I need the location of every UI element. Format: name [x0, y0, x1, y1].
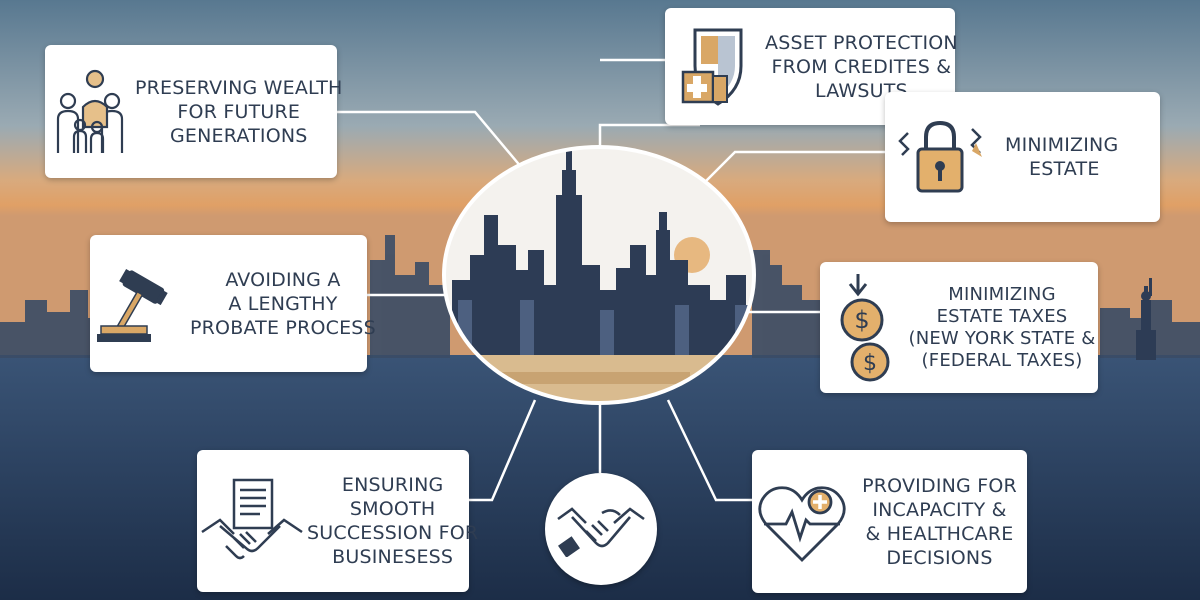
connector-lines [337, 58, 885, 502]
card-text: PRESERVING WEALTH FOR FUTURE GENERATIONS [135, 76, 343, 148]
card-line: AVOIDING A [225, 268, 341, 291]
card-minimizing-estate-taxes: $ $ MINIMIZING ESTATE TAXES (NEW YORK ST… [820, 262, 1098, 393]
central-hub [442, 145, 756, 405]
card-line: DECISIONS [886, 546, 993, 569]
card-line: (FEDERAL TAXES) [921, 349, 1083, 371]
card-line: A LENGTHY [228, 292, 338, 315]
card-text: MINIMIZING ESTATE [995, 133, 1160, 181]
card-line: (NEW YORK STATE & [908, 327, 1096, 349]
card-text: AVOIDING A A LENGTHY PROBATE PROCESS [190, 268, 376, 340]
card-incapacity-healthcare: PROVIDING FOR INCAPACITY & & HEALTHCARE … [752, 450, 1027, 593]
card-line: PRESERVING WEALTH [135, 76, 343, 99]
card-text: ENSURING SMOOTH SUCCESSION FOR BUSINESES… [307, 473, 478, 569]
card-line: INCAPACITY & [872, 498, 1007, 521]
card-line: LAWSUTS [815, 79, 908, 102]
heart-pulse-icon [752, 480, 852, 564]
card-line: PROVIDING FOR [862, 474, 1017, 497]
card-business-succession: ENSURING SMOOTH SUCCESSION FOR BUSINESES… [197, 450, 478, 592]
card-line: FOR FUTURE [177, 100, 301, 123]
dollar-coins-icon: $ $ [820, 270, 906, 386]
card-line: MINIMIZING [1005, 134, 1119, 156]
shield-icon [665, 24, 765, 110]
svg-text:$: $ [863, 351, 877, 376]
document-handshake-icon [197, 476, 307, 566]
card-line: FROM CREDITES & [771, 55, 952, 78]
card-line: PROBATE PROCESS [190, 316, 376, 339]
padlock-icon [885, 117, 995, 197]
card-line: GENERATIONS [169, 124, 308, 147]
handshake-hub [545, 473, 657, 585]
card-line: ESTATE [1029, 158, 1100, 180]
card-line: MINIMIZING [948, 283, 1056, 305]
gavel-icon [90, 264, 190, 344]
card-line: ENSURING [341, 474, 444, 496]
card-text: ASSET PROTECTION FROM CREDITES & LAWSUTS [765, 31, 958, 103]
card-asset-protection: ASSET PROTECTION FROM CREDITES & LAWSUTS [665, 8, 958, 125]
card-line: BUSINESESS [332, 546, 454, 568]
card-line: SMOOTH [349, 498, 436, 520]
card-line: ESTATE TAXES [936, 305, 1068, 327]
svg-text:$: $ [854, 306, 869, 334]
card-minimizing-estate: MINIMIZING ESTATE [885, 92, 1160, 222]
card-text: PROVIDING FOR INCAPACITY & & HEALTHCARE … [852, 474, 1027, 570]
statue-icon [1136, 278, 1156, 360]
card-avoiding-probate: AVOIDING A A LENGTHY PROBATE PROCESS [90, 235, 376, 372]
card-line: ASSET PROTECTION [765, 31, 958, 54]
card-text: MINIMIZING ESTATE TAXES (NEW YORK STATE … [906, 284, 1098, 372]
family-icon [45, 67, 135, 157]
card-line: & HEALTHCARE [865, 522, 1014, 545]
handshake-icon [556, 497, 646, 561]
card-line: SUCCESSION FOR [307, 522, 479, 544]
card-preserving-wealth: PRESERVING WEALTH FOR FUTURE GENERATIONS [45, 45, 342, 178]
